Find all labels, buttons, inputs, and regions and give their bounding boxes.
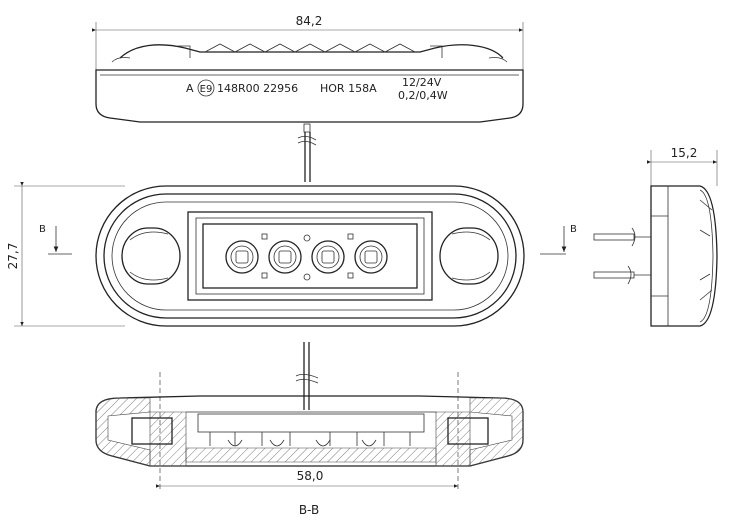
marking-approval-mark: E9: [200, 84, 213, 95]
led-1: [225, 240, 259, 274]
side-view: 15,2 B: [540, 146, 718, 327]
led-4: [354, 240, 388, 274]
section-label: B-B: [299, 503, 319, 517]
marking-voltage: 12/24V: [402, 76, 442, 89]
dimension-pitch: 58,0: [297, 469, 324, 483]
top-view: 84,2 A E9 148R00 22956 HOR 158A 12/24V 0…: [91, 14, 524, 182]
marking-class-letter: A: [186, 82, 194, 95]
led-2: [268, 240, 302, 274]
marking-approval-number: 148R00 22956: [217, 82, 298, 95]
section-marker-left: B: [39, 224, 46, 235]
section-view: 58,0 B-B: [95, 342, 524, 517]
front-view: 27,7: [6, 181, 525, 327]
dimension-depth: 15,2: [671, 146, 698, 160]
section-marker-right: B: [570, 224, 577, 235]
dimension-height: 27,7: [6, 243, 20, 270]
marking-model: HOR 158A: [320, 82, 377, 95]
led-3: [311, 240, 345, 274]
dimension-length: 84,2: [296, 14, 323, 28]
approval-mark-circle: [197, 79, 215, 97]
marking-power: 0,2/0,4W: [398, 89, 448, 102]
